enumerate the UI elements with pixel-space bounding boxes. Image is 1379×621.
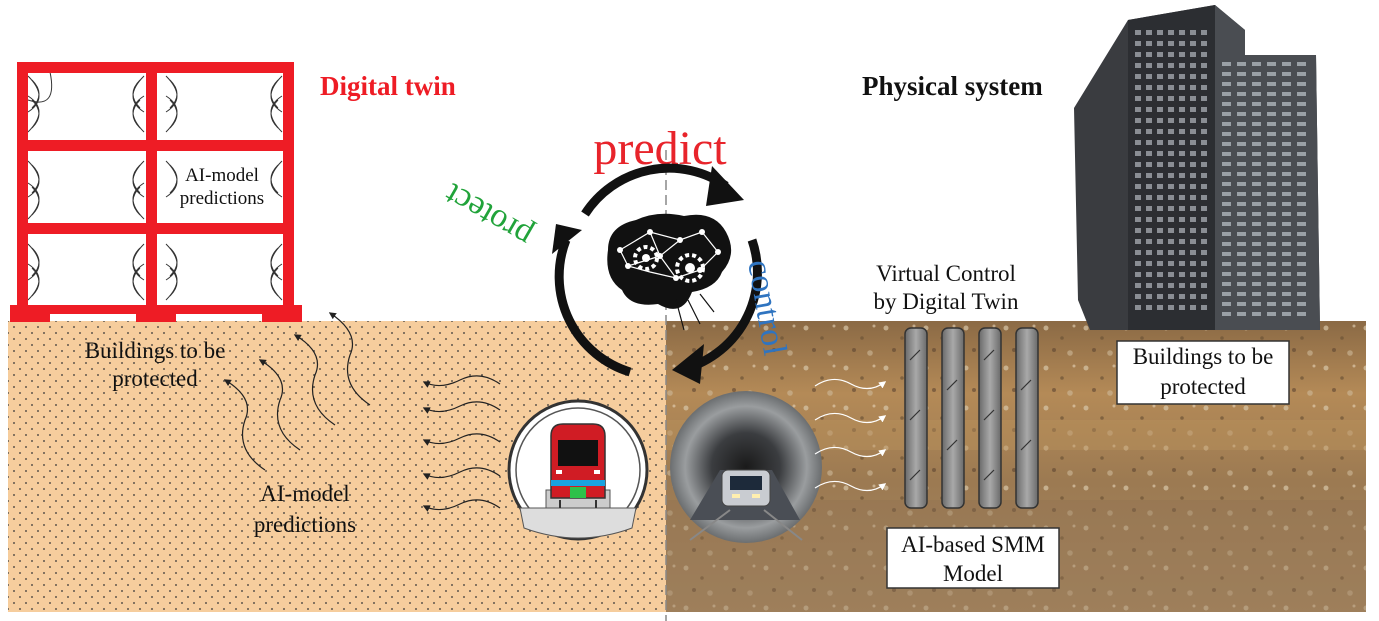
digital-twin-title: Digital twin (320, 71, 456, 101)
right-buildings-line1: Buildings to be (1133, 344, 1274, 369)
left-buildings-line1: Buildings to be (85, 338, 226, 363)
protect-label: protect (438, 175, 539, 255)
virtual-control-line2: by Digital Twin (874, 289, 1019, 314)
smm-model-box (886, 527, 1060, 589)
building-frame (10, 62, 302, 322)
left-wave-arrows (223, 312, 501, 512)
arrow-head-2 (672, 344, 704, 384)
smm-line1: AI-based SMM (901, 532, 1045, 557)
frame-label-line1: AI-model (185, 165, 259, 186)
frame-label-line2: predictions (180, 188, 264, 209)
right-wave-arrows (814, 378, 887, 492)
tower-building-image (1074, 5, 1320, 330)
left-ai-line1: AI-model (260, 481, 349, 506)
right-buildings-box (1116, 340, 1290, 405)
tunnel-photo (670, 391, 822, 543)
right-buildings-line2: protected (1160, 374, 1246, 399)
physical-system-title: Physical system (862, 71, 1043, 101)
left-buildings-line2: protected (112, 366, 198, 391)
left-ai-line2: predictions (254, 512, 356, 537)
ai-brain-icon (607, 213, 732, 331)
smm-line2: Model (943, 561, 1003, 586)
virtual-piles (904, 327, 1039, 509)
arrow-head-1 (706, 166, 744, 206)
train-tunnel-diagram (507, 399, 649, 541)
arrow-head-3 (552, 224, 582, 254)
virtual-control-line1: Virtual Control (876, 261, 1016, 286)
